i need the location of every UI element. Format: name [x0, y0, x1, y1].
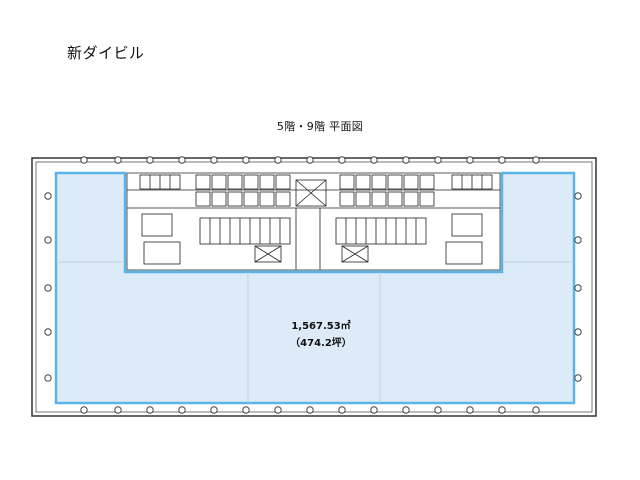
column-marker [306, 406, 314, 414]
column-marker [402, 156, 410, 164]
column-marker [574, 328, 582, 336]
column-marker [466, 406, 474, 414]
column-marker [532, 156, 540, 164]
column-marker [44, 236, 52, 244]
column-marker [370, 156, 378, 164]
elevator-bank-left [195, 174, 291, 207]
central-shaft [295, 179, 327, 207]
floor-area-sqm: 1,567.53㎡ [291, 321, 351, 332]
column-marker [44, 328, 52, 336]
column-marker [574, 236, 582, 244]
column-marker [402, 406, 410, 414]
building-inner-wall [35, 161, 593, 413]
building-name: 新ダイビル [67, 44, 145, 62]
small-room-right [451, 213, 483, 237]
column-marker [338, 156, 346, 164]
column-marker [178, 406, 186, 414]
column-marker [210, 406, 218, 414]
column-marker [146, 406, 154, 414]
floor-area-tsubo: （474.2坪） [290, 338, 352, 349]
floor-area-label: 1,567.53㎡ （474.2坪） [266, 318, 376, 352]
plan-title: 5階・9階 平面図 [276, 120, 364, 133]
column-marker [210, 156, 218, 164]
perimeter-columns [44, 156, 582, 414]
column-marker [498, 406, 506, 414]
column-marker [574, 192, 582, 200]
core-outline [126, 172, 501, 271]
column-marker [178, 156, 186, 164]
column-marker [370, 406, 378, 414]
column-marker [80, 406, 88, 414]
column-marker [80, 156, 88, 164]
column-marker [574, 374, 582, 382]
stair-right [335, 217, 427, 263]
column-marker [44, 374, 52, 382]
column-marker [44, 284, 52, 292]
column-marker [338, 406, 346, 414]
column-marker [274, 406, 282, 414]
building-outer-wall [31, 157, 597, 417]
small-room-left [141, 213, 173, 237]
office-area [54, 171, 576, 405]
column-marker [532, 406, 540, 414]
column-marker [114, 156, 122, 164]
restroom-left [139, 174, 181, 190]
column-marker [574, 284, 582, 292]
column-marker [146, 156, 154, 164]
column-marker [498, 156, 506, 164]
column-marker [242, 406, 250, 414]
restroom-right [451, 174, 493, 190]
utility-room-right [445, 241, 483, 265]
elevator-bank-right [339, 174, 435, 207]
stair-left [199, 217, 291, 263]
utility-room-left [143, 241, 181, 265]
column-marker [306, 156, 314, 164]
column-marker [242, 156, 250, 164]
office-grid-lines [56, 261, 574, 403]
core-area [126, 172, 501, 271]
column-marker [434, 406, 442, 414]
column-marker [44, 192, 52, 200]
column-marker [434, 156, 442, 164]
column-marker [274, 156, 282, 164]
column-marker [466, 156, 474, 164]
column-marker [114, 406, 122, 414]
